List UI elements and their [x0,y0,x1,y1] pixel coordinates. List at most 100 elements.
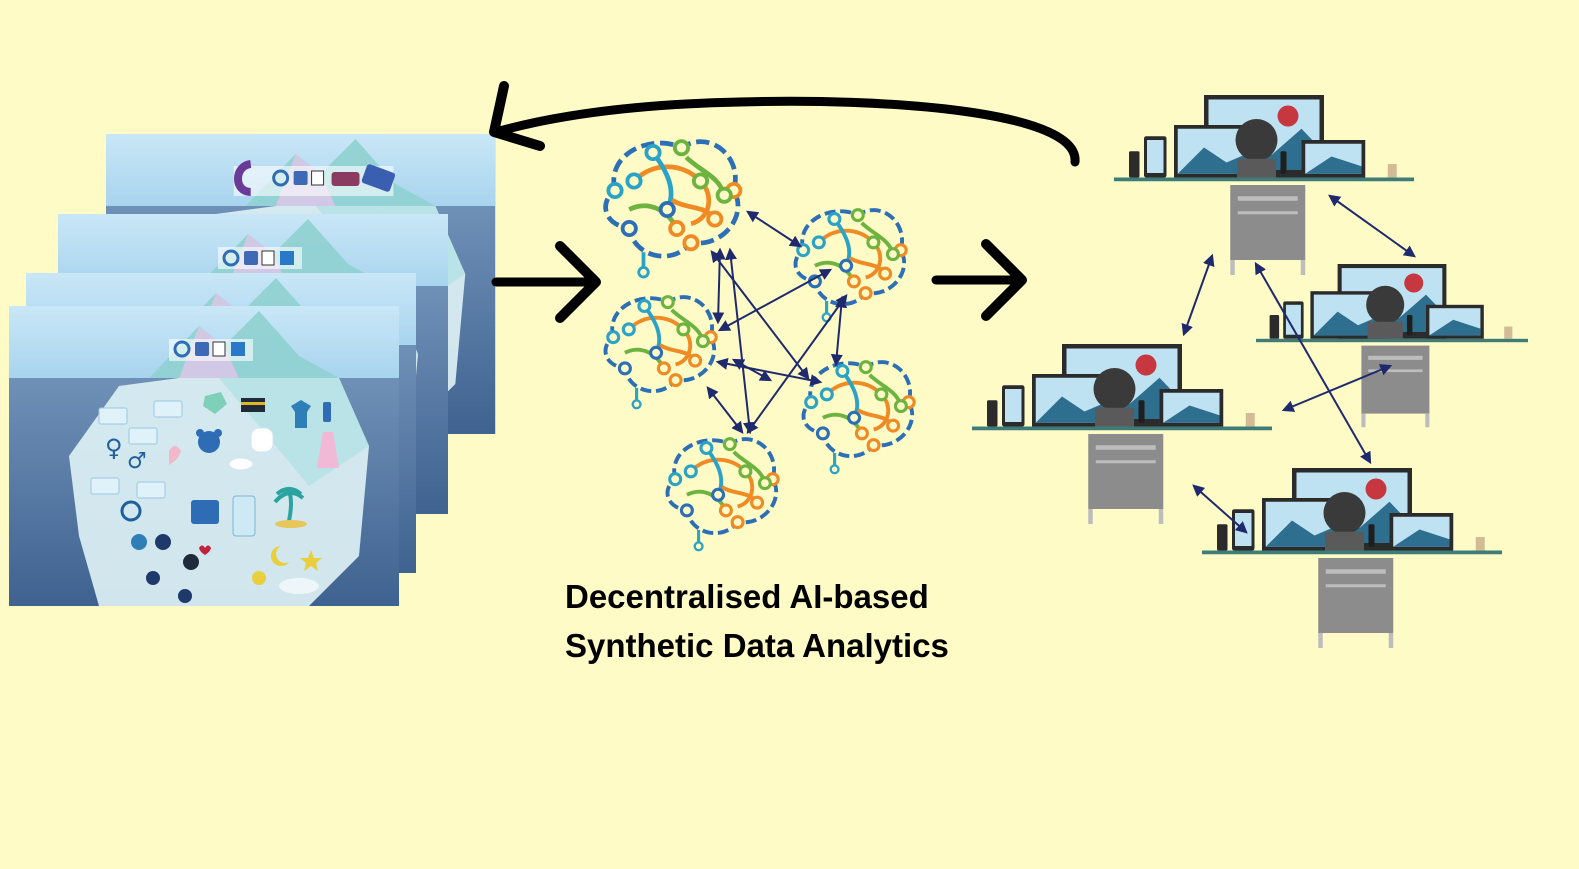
feedback-arrow [489,81,1080,167]
chef-hat-icon [250,427,274,453]
amazon-icon [311,170,325,186]
brain-link-arrow [706,386,744,434]
caption-line-1: Decentralised AI-based [565,578,929,615]
brain-link-arrow [710,250,810,380]
user-workstation-network [972,95,1528,648]
cup-icon [228,457,254,471]
hat-band [241,402,265,405]
ring-icon [120,500,142,522]
arrow-ai-to-users [931,239,1027,321]
phone-icon [1269,315,1280,339]
desk [1114,177,1414,182]
money-icon [90,477,120,495]
teddy-ear [214,429,222,437]
brain-link-arrow [746,294,848,434]
google-icon [272,169,290,187]
cloud-icon [279,578,319,594]
island-sand [275,520,307,528]
sun-icon [252,571,266,585]
user-head [1366,285,1405,324]
money-icon [136,481,166,499]
amazon-icon [261,250,275,266]
teddy-bear-icon [198,431,220,453]
brain-link-arrow [725,247,755,435]
person-icon [183,554,199,570]
flow-arrows [489,81,1080,323]
coffee-cup-icon [1245,413,1255,427]
panel-logos [169,339,253,361]
diagram-caption: Decentralised AI-based Synthetic Data An… [565,572,949,670]
brain-icon [603,139,743,279]
amazon-icon [212,341,226,357]
money-icon [153,400,183,418]
briefcase-icon [191,500,219,524]
panel-logos [233,160,396,196]
desk [1202,550,1502,555]
user-link-arrow [1328,194,1416,258]
user-head [1323,492,1366,534]
workstation-icon [1114,95,1414,275]
brain-icon [603,295,718,410]
card-icon [361,164,396,192]
phone-icon [1217,524,1228,551]
user-head [1235,119,1278,161]
data-panel-back [106,134,496,434]
car-icon [331,172,360,186]
brain-icon [801,360,916,475]
person-icon [146,571,160,585]
palm-tree-icon [273,487,305,522]
dress-icon [317,432,339,468]
user-head [1093,368,1136,410]
person-icon [155,534,171,550]
panel-logos [218,247,302,269]
google-icon [222,249,240,267]
coffee-cup-icon [1504,326,1513,339]
money-icon [128,427,158,445]
data-panel-stack: ♀ ♂ [9,134,496,606]
personal-data-icons: ♀ ♂ [90,392,339,603]
shirt-icon [291,400,311,428]
windows-icon [280,251,294,265]
user-link-arrow [1281,364,1393,412]
caption-line-2: Synthetic Data Analytics [565,627,949,664]
windows-icon [231,342,245,356]
suitcase-icon [232,495,256,537]
male-symbol-icon: ♂ [127,449,147,474]
coffee-cup-icon [1475,537,1485,551]
star-icon [300,550,322,571]
brain-link-arrow [745,210,803,248]
workstation-icon [1256,264,1528,428]
brain-link-arrow [731,358,773,382]
arrow-panels-to-ai [491,241,601,323]
moon-icon [271,546,289,566]
ai-brain-network [603,139,916,552]
user-link-arrow [1192,484,1248,534]
desk [1256,338,1528,343]
workstation-icon [1202,468,1502,648]
facebook-icon [195,342,209,356]
data-panel-second [58,214,448,514]
female-symbol-icon: ♀ [105,434,123,462]
coffee-cup-icon [1387,164,1397,178]
brain-icon [793,208,908,323]
facebook-icon [293,171,308,185]
google-icon [173,340,191,358]
phone-icon [987,400,998,427]
person-icon [178,589,192,603]
data-panel-front: ♀ ♂ [9,306,399,606]
phone-icon [1129,151,1140,178]
census-logo [234,160,252,196]
facebook-icon [244,251,258,265]
desk [972,426,1272,431]
gem-icon [203,392,227,414]
brain-icon [665,437,780,552]
person-icon [131,534,147,550]
user-link-arrow [1254,261,1372,465]
bottle-icon [323,402,331,422]
user-link-arrow [1181,253,1215,337]
teddy-ear [196,429,204,437]
workstation-icon [972,344,1272,524]
love-heart-icon [199,545,211,555]
heart-icon [169,446,181,465]
